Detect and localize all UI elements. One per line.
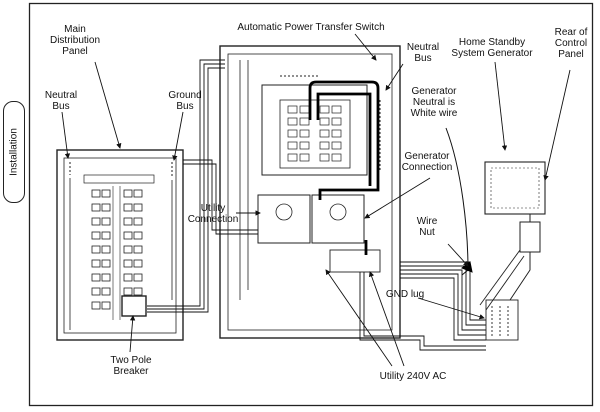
- heavy-feeder-wires: [308, 80, 380, 255]
- utility-feed-cables: [359, 261, 486, 351]
- panel-to-switch-cables: [147, 59, 258, 313]
- generator-rear-panel: [479, 161, 546, 311]
- main-distribution-panel: [56, 149, 184, 341]
- utility-240v-ac-label: Utility 240V AC: [379, 371, 447, 382]
- gnd-lug-block: [485, 299, 519, 341]
- neutral-bus-left-label: Neutral Bus: [44, 90, 78, 112]
- leader-lines: [61, 33, 571, 367]
- generator-switch-block: [311, 194, 365, 244]
- wire-nut-label: Wire Nut: [416, 216, 438, 238]
- transfer-switch-enclosure: [219, 45, 401, 339]
- breaker-column-right: [123, 189, 143, 296]
- utility-switch-block: [257, 194, 311, 244]
- generator-neutral-label: Generator Neutral is White wire: [410, 86, 458, 119]
- two-pole-breaker-label: Two Pole Breaker: [110, 355, 152, 377]
- installation-tab: Installation: [3, 101, 25, 203]
- breaker-column-left: [91, 189, 111, 310]
- generator-connection-label: Generator Connection: [401, 151, 453, 173]
- two-pole-breaker: [121, 295, 147, 317]
- neutral-bus-right-label: Neutral Bus: [406, 42, 440, 64]
- wire-nut: [460, 261, 473, 273]
- outer-frame: [28, 2, 594, 407]
- automatic-transfer-switch-label: Automatic Power Transfer Switch: [237, 22, 385, 33]
- ground-bus-label: Ground Bus: [168, 90, 202, 112]
- gnd-lug-label: GND lug: [385, 289, 425, 300]
- utility-connection-label: Utility Connection: [187, 203, 239, 225]
- main-distribution-panel-label: Main Distribution Panel: [49, 24, 101, 57]
- home-standby-generator-label: Home Standby System Generator: [451, 37, 533, 59]
- rear-of-control-panel-label: Rear of Control Panel: [554, 27, 588, 60]
- installation-tab-label: Installation: [8, 128, 20, 176]
